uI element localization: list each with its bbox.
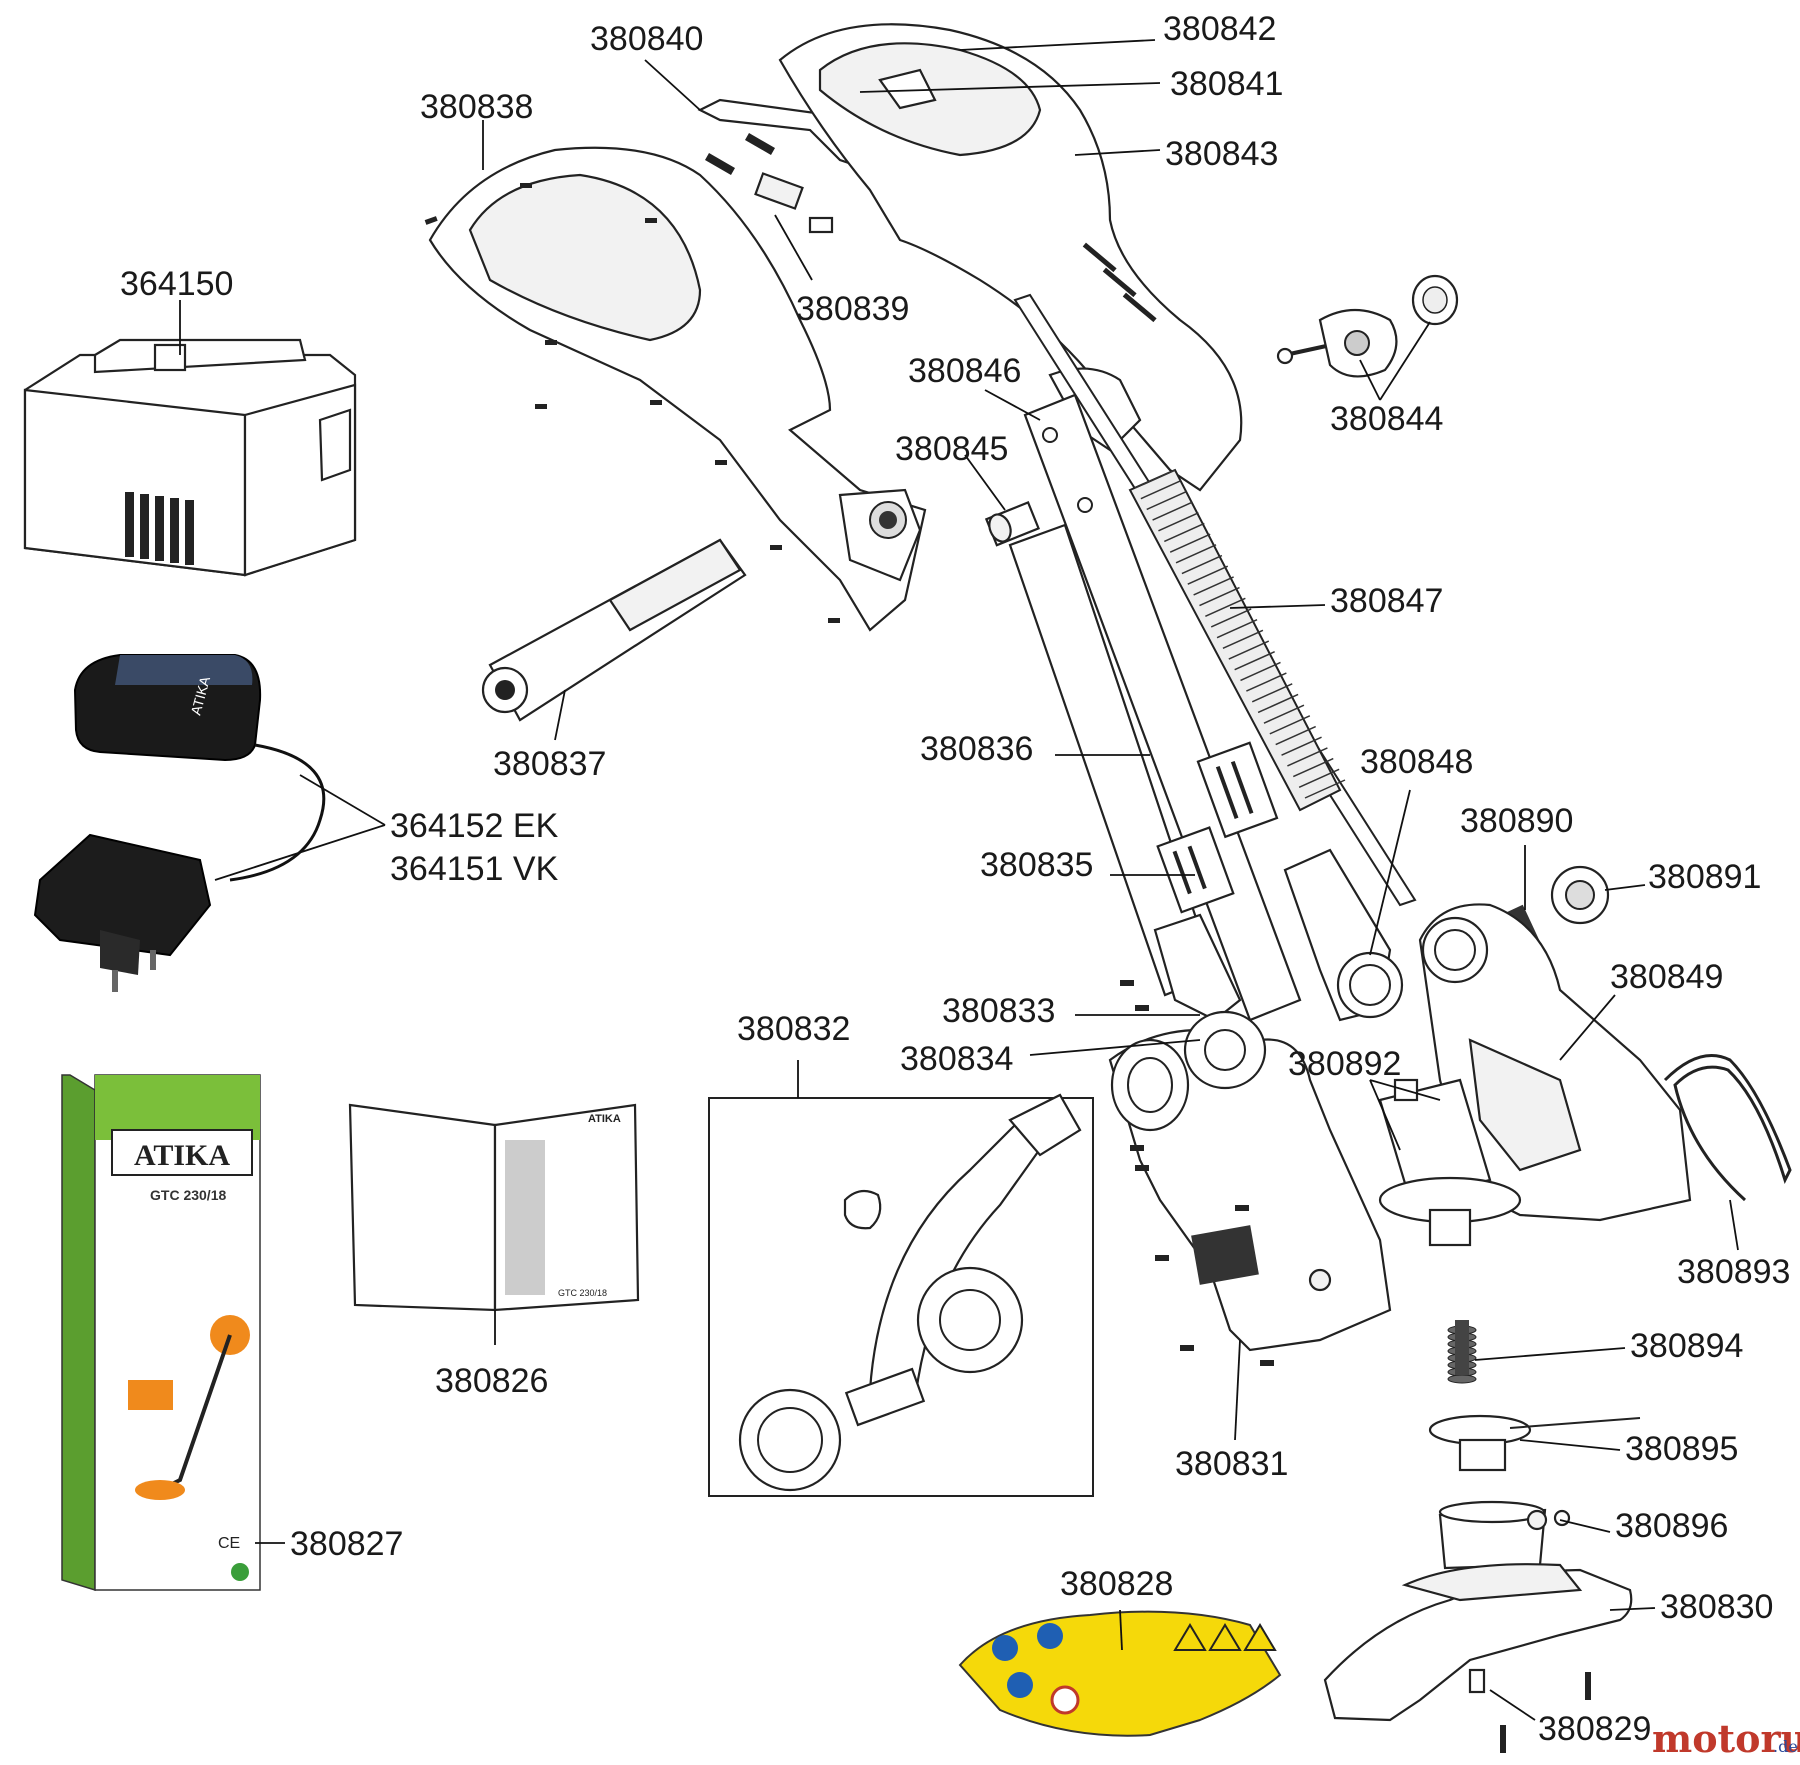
label-380895: 380895 xyxy=(1625,1430,1738,1468)
label-380829: 380829 xyxy=(1538,1710,1651,1748)
label-380837: 380837 xyxy=(493,745,606,783)
label-380890: 380890 xyxy=(1460,802,1573,840)
label-380848: 380848 xyxy=(1360,743,1473,781)
label-364150: 364150 xyxy=(120,265,233,303)
spool-bolt xyxy=(1447,1320,1477,1384)
grass-guard xyxy=(1323,1563,1633,1753)
box-brand-text: ATIKA xyxy=(134,1139,230,1172)
watermark-text: motoruf xyxy=(1652,1716,1800,1761)
adjust-gear xyxy=(1550,865,1610,925)
label-380846: 380846 xyxy=(908,352,1021,390)
label-380832: 380832 xyxy=(737,1010,850,1048)
label-380849: 380849 xyxy=(1610,958,1723,996)
label-380828: 380828 xyxy=(1060,1565,1173,1603)
handle-shroud-left xyxy=(424,146,927,632)
switch-rod xyxy=(481,538,747,722)
outer-shaft xyxy=(1023,393,1302,1022)
switch-assembly xyxy=(705,133,834,234)
label-380840: 380840 xyxy=(590,20,703,58)
spiral-cable xyxy=(1128,468,1346,812)
motor-bracket xyxy=(1153,913,1242,1022)
label-380843: 380843 xyxy=(1165,135,1278,173)
label-364152-ek: 364152 EK xyxy=(390,807,559,845)
handle-shroud-right xyxy=(778,23,1243,492)
label-380839: 380839 xyxy=(796,290,909,328)
pivot-arm xyxy=(1283,848,1404,1022)
lower-housing xyxy=(1108,980,1392,1366)
product-box: ATIKA GTC 230/18 CE xyxy=(61,1074,261,1592)
label-380845: 380845 xyxy=(895,430,1008,468)
label-380892: 380892 xyxy=(1288,1045,1401,1083)
motor-housing xyxy=(1418,903,1692,1222)
label-380891: 380891 xyxy=(1648,858,1761,896)
ce-mark: CE xyxy=(218,1535,240,1552)
label-380827: 380827 xyxy=(290,1525,403,1563)
manual-model-text: GTC 230/18 xyxy=(558,1288,607,1298)
guard-bail xyxy=(1663,1054,1792,1202)
shaft-collar xyxy=(1156,741,1279,914)
label-380830: 380830 xyxy=(1660,1588,1773,1626)
label-380847: 380847 xyxy=(1330,582,1443,620)
label-380894: 380894 xyxy=(1630,1327,1743,1365)
spool-cap xyxy=(1438,1500,1571,1570)
label-380834: 380834 xyxy=(900,1040,1013,1078)
charger-dock: ATIKA xyxy=(73,654,262,762)
part-labels: 380840 380842 380841 380838 380843 36415… xyxy=(120,10,1790,1748)
label-380893: 380893 xyxy=(1677,1253,1790,1291)
label-380831: 380831 xyxy=(1175,1445,1288,1483)
label-364151-vk: 364151 VK xyxy=(390,850,559,888)
charger-cable xyxy=(229,743,326,882)
adjustment-knob xyxy=(1276,274,1459,378)
watermark-suffix: .de xyxy=(1773,1737,1798,1756)
wheel-kit xyxy=(738,1093,1082,1492)
label-380826: 380826 xyxy=(435,1362,548,1400)
box-model-text: GTC 230/18 xyxy=(150,1187,226,1203)
leader-lines xyxy=(179,39,1739,1721)
manual-brand-text: ATIKA xyxy=(588,1113,621,1125)
watermark: motoruf .de xyxy=(1652,1716,1800,1761)
battery-pack xyxy=(23,338,357,577)
label-380833: 380833 xyxy=(942,992,1055,1030)
label-380842: 380842 xyxy=(1163,10,1276,48)
label-380841: 380841 xyxy=(1170,65,1283,103)
label-380836: 380836 xyxy=(920,730,1033,768)
label-380838: 380838 xyxy=(420,88,533,126)
power-adapter xyxy=(33,833,212,992)
warning-decal xyxy=(958,1610,1282,1737)
shaft-bushing xyxy=(984,500,1041,547)
line-spool xyxy=(1428,1414,1641,1472)
label-380896: 380896 xyxy=(1615,1507,1728,1545)
label-380835: 380835 xyxy=(980,846,1093,884)
instruction-manual: ATIKA GTC 230/18 xyxy=(348,1103,640,1312)
label-380844: 380844 xyxy=(1330,400,1443,438)
